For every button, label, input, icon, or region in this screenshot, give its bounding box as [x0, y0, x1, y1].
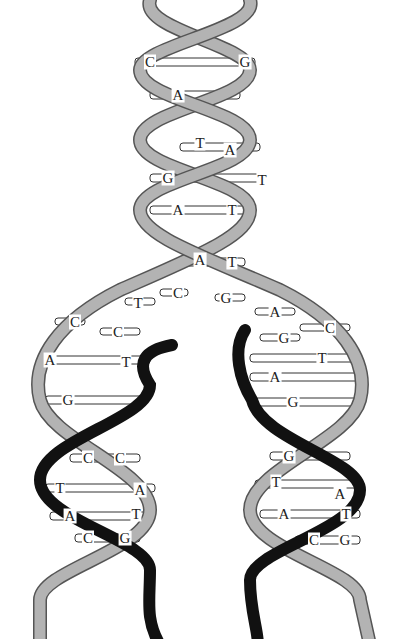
base-letter: A: [172, 88, 185, 103]
base-letter: T: [130, 507, 141, 522]
base-letter: A: [269, 370, 282, 385]
base-letter: C: [324, 321, 336, 336]
base-letter: G: [287, 395, 300, 410]
base-letter: A: [278, 507, 291, 522]
base-letter: G: [220, 291, 233, 306]
base-letter: A: [224, 143, 237, 158]
base-letter: C: [69, 315, 81, 330]
base-letter: C: [114, 451, 126, 466]
base-letter: C: [82, 531, 94, 546]
base-letter: A: [172, 203, 185, 218]
base-letter: C: [172, 286, 184, 301]
base-letter: G: [239, 55, 252, 70]
base-letter: A: [44, 353, 57, 368]
base-letter: G: [62, 393, 75, 408]
base-letter: G: [339, 533, 352, 548]
base-letter: T: [194, 136, 205, 151]
base-letter: C: [112, 325, 124, 340]
base-letter: C: [82, 451, 94, 466]
base-letter: T: [120, 355, 131, 370]
base-letter: G: [283, 449, 296, 464]
base-letter: A: [269, 305, 282, 320]
base-letter: A: [194, 253, 207, 268]
base-letter: T: [316, 351, 327, 366]
base-letter: T: [226, 203, 237, 218]
base-letter: A: [64, 509, 77, 524]
base-letter: A: [334, 487, 347, 502]
base-letter: C: [144, 55, 156, 70]
base-letter: G: [162, 171, 175, 186]
base-letter: G: [278, 331, 291, 346]
base-letter: T: [226, 255, 237, 270]
base-letter: T: [54, 481, 65, 496]
base-letter: T: [270, 475, 281, 490]
base-letter: T: [132, 296, 143, 311]
base-letter: A: [134, 483, 147, 498]
base-letter: T: [340, 507, 351, 522]
base-letter: C: [308, 533, 320, 548]
base-letter: T: [256, 173, 267, 188]
base-letter: G: [119, 531, 132, 546]
